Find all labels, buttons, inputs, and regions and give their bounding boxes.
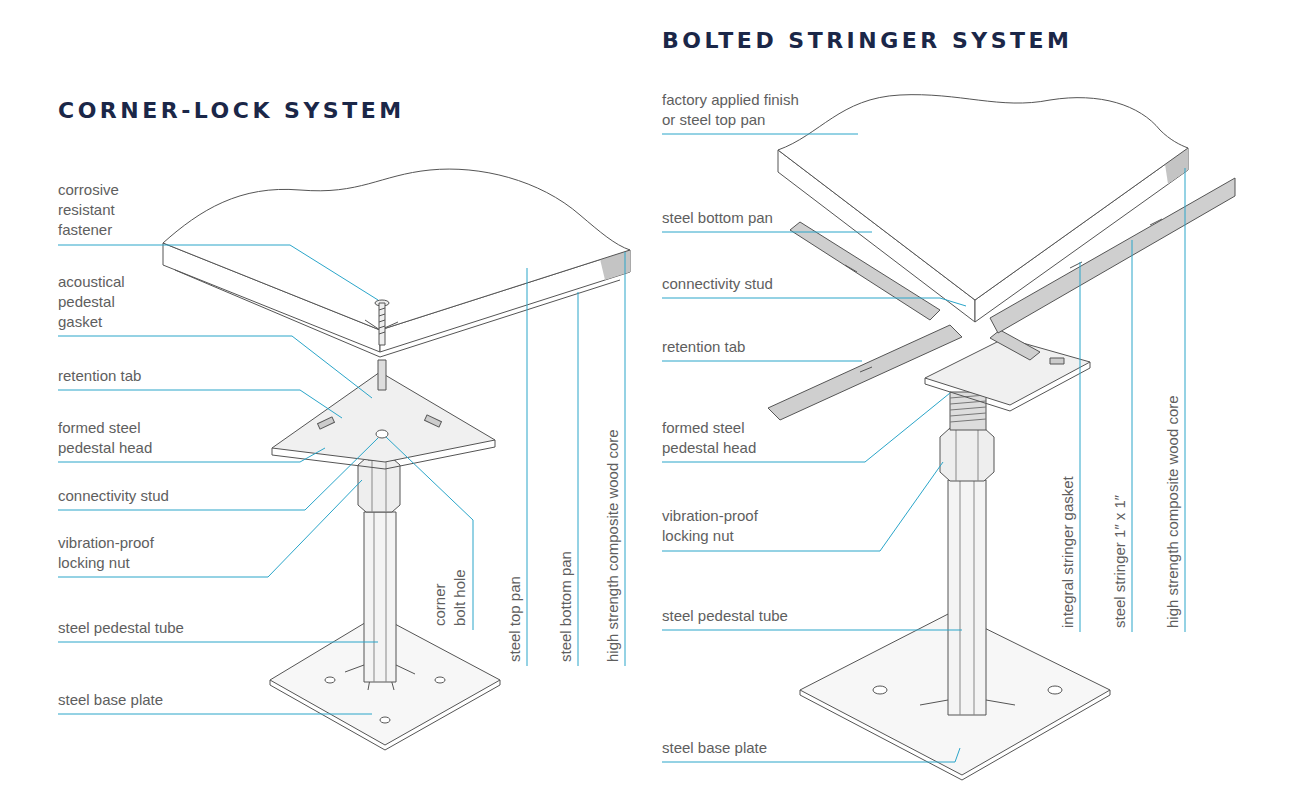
part-label: acoustical pedestal gasket [58, 272, 148, 332]
leader-line [662, 232, 872, 233]
base-hole [873, 686, 887, 694]
part-label: steel base plate [58, 690, 258, 710]
leader-line [527, 268, 528, 666]
section-title: CORNER-LOCK SYSTEM [58, 98, 405, 124]
part-label: steel top pan [505, 576, 525, 662]
leader-line [58, 714, 372, 715]
floor-panel [778, 95, 1188, 300]
base-hole [325, 677, 335, 683]
tube-lines [374, 512, 386, 682]
pedestal-tube [948, 480, 986, 715]
part-label: vibration-proof locking nut [58, 533, 178, 573]
leader-line [1080, 262, 1081, 632]
leader-line [58, 336, 372, 398]
part-label: connectivity stud [58, 486, 258, 506]
leader-lines [58, 134, 1185, 762]
part-label: formed steel pedestal head [58, 418, 168, 458]
leader-line [386, 437, 473, 630]
nut-facets [956, 428, 978, 481]
part-label: steel pedestal tube [662, 606, 862, 626]
part-label: corner bolt hole [430, 564, 470, 626]
section-title: BOLTED STRINGER SYSTEM [662, 28, 1072, 54]
retention-tab [1050, 358, 1064, 364]
part-label: retention tab [662, 337, 852, 357]
retention-tab [424, 415, 441, 427]
pedestal-head-lip [925, 362, 1090, 411]
part-label: formed steel pedestal head [662, 418, 772, 458]
steel-stringer [990, 330, 1040, 360]
fastener-thread [379, 308, 385, 334]
tube-lines [960, 480, 974, 715]
pedestal-head-lip [272, 440, 495, 469]
base-plate-edge [270, 680, 500, 750]
leader-line [625, 252, 626, 666]
locking-nut [940, 428, 994, 481]
leader-line [58, 245, 378, 300]
part-label: corrosive resistant fastener [58, 180, 148, 240]
leader-line [662, 630, 962, 631]
part-label: vibration-proof locking nut [662, 506, 782, 546]
retention-tab [317, 417, 334, 429]
part-label: steel base plate [662, 738, 862, 758]
leader-line [58, 390, 342, 418]
part-label: retention tab [58, 366, 258, 386]
part-label: steel bottom pan [556, 551, 576, 662]
leader-line [662, 462, 943, 551]
part-label: steel stringer 1″ x 1″ [1110, 495, 1130, 628]
part-label: high strength composite wood core [1163, 395, 1183, 628]
base-hole [1048, 686, 1062, 694]
part-label: steel pedestal tube [58, 618, 258, 638]
fastener [379, 303, 385, 345]
part-label: steel bottom pan [662, 208, 862, 228]
leader-line [1185, 168, 1186, 632]
part-label: integral stringer gasket [1058, 476, 1078, 628]
leader-line [662, 361, 862, 362]
leader-line [662, 298, 966, 306]
connectivity-stud [378, 360, 386, 390]
leader-line [1132, 240, 1133, 632]
part-label: factory applied finish or steel top pan [662, 90, 807, 130]
threads [950, 395, 986, 422]
part-label: connectivity stud [662, 274, 862, 294]
leader-line [662, 134, 858, 135]
nut-facets [372, 458, 386, 512]
base-hole [380, 717, 390, 723]
steel-stringer [768, 325, 962, 420]
leader-line [58, 642, 378, 643]
base-hole [435, 677, 445, 683]
leader-line [58, 480, 362, 577]
leader-line [578, 292, 579, 666]
pedestal-tube [364, 512, 396, 682]
leader-line [662, 393, 950, 462]
floor-panel [163, 169, 630, 330]
part-label: high strength composite wood core [603, 429, 623, 662]
